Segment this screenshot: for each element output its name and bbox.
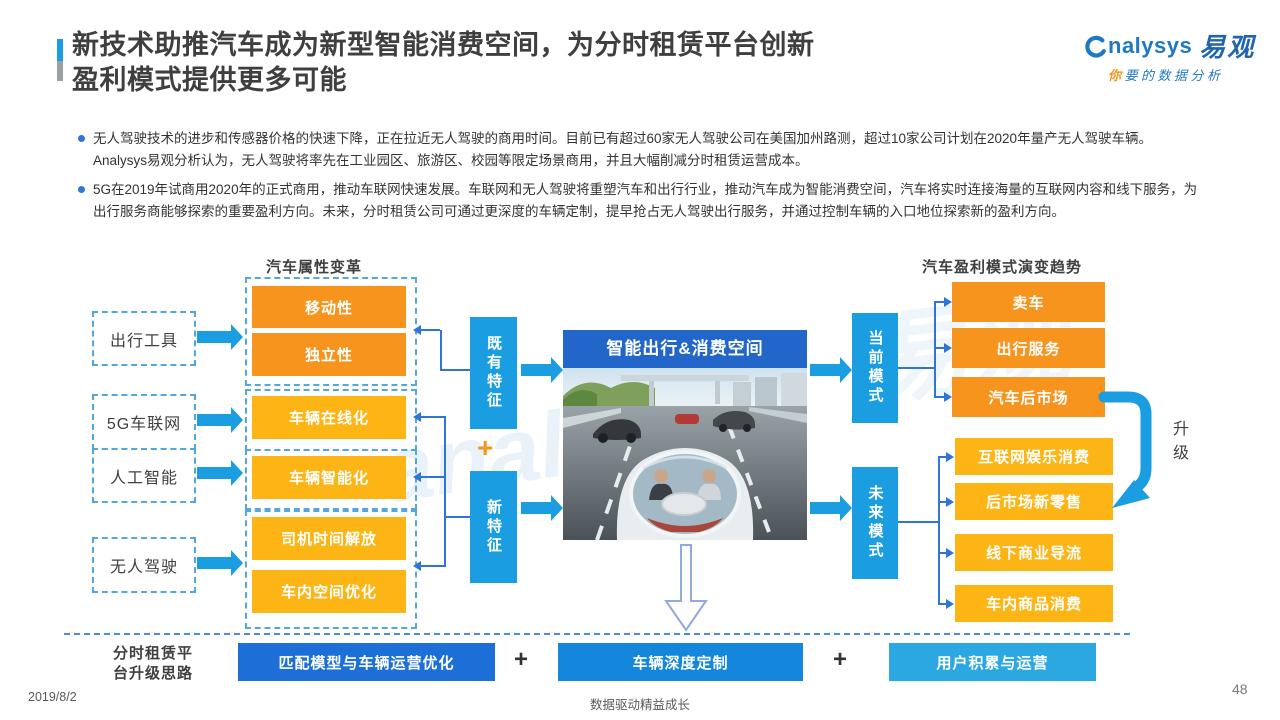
arrow-right-icon [946,548,954,558]
mode-online-entertainment: 互联网娱乐消费 [955,438,1113,475]
bullet-text: 5G在2019年试商用2020年的正式商用，推动车联网快速发展。车联网和无人驾驶… [93,181,1198,219]
attr-vehicle-online: 车辆在线化 [252,396,406,439]
connector-line [444,416,446,567]
arrow-right-icon [944,297,952,307]
arrow-right-icon [521,357,563,383]
title-accent-bar [57,39,63,81]
page-title: 新技术助推汽车成为新型智能消费空间，为分时租赁平台创新 盈利模式提供更多可能 [72,28,1082,97]
smart-space-title: 智能出行&消费空间 [563,330,807,368]
plus-sign: + [514,646,529,673]
connector-line [444,516,470,518]
attr-driver-time-freed: 司机时间解放 [252,517,406,560]
connector-line [440,369,470,371]
bullet-dot-icon [78,185,85,193]
arrow-right-icon [810,495,852,521]
analysys-a-icon [1085,35,1106,58]
driver-travel-tool: 出行工具 [92,311,196,366]
footer-slogan: 数据驱动精益成长 [589,698,690,712]
connector-line [440,330,442,371]
attr-independence: 独立性 [252,333,406,376]
upgrade-strategy-label: 分时租赁平 台升级思路 [100,644,206,685]
logo-tagline-first: 你 [1108,68,1125,83]
connector-line [421,416,444,418]
connector-line [938,501,947,503]
upgrade-label: 升级 [1170,420,1187,468]
mode-travel-service: 出行服务 [952,328,1105,368]
driver-ai: 人工智能 [92,448,196,503]
footer-date: 2019/8/2 [28,690,77,704]
arrow-right-icon [197,407,243,433]
attr-mobility: 移动性 [252,286,406,328]
new-features-box: 新特征 [470,471,517,583]
mode-aftermarket-new-retail: 后市场新零售 [955,483,1113,520]
arrow-right-icon [197,550,243,576]
connector-line [934,301,936,398]
arrow-right-icon [944,343,952,353]
logo-tagline-rest: 要的数据分析 [1124,68,1224,83]
arrow-left-icon [413,325,421,335]
connector-line [938,552,947,554]
upgrade-strategy-line1: 分时租赁平 [112,645,193,662]
page-title-line1: 新技术助推汽车成为新型智能消费空间，为分时租赁平台创新 [72,30,815,60]
upgrade-curve-arrow-icon [1098,391,1152,508]
arrow-right-icon [521,495,563,521]
logo-brand-cn: 易观 [1199,32,1256,62]
arrow-left-icon [413,472,421,482]
existing-features-box: 既有特征 [470,317,517,429]
plus-sign: + [833,646,848,673]
dashed-divider [64,633,1130,635]
analysys-logo: nalysys 易观 你要的数据分析 [1082,27,1272,84]
attr-cabin-space-optimized: 车内空间优化 [252,570,406,613]
connector-line [421,476,444,478]
arrow-left-icon [413,561,421,571]
page-number: 48 [1232,681,1248,697]
logo-brand-latin: nalysys [1108,32,1193,58]
arrow-down-icon [664,544,708,632]
arrow-right-icon [946,497,954,507]
arrow-right-icon [197,324,243,350]
connector-line [938,456,940,605]
future-mode-box: 未来模式 [852,467,898,579]
connector-line [421,329,440,331]
arrow-right-icon [944,392,952,402]
mode-in-car-goods: 车内商品消费 [955,585,1113,622]
mode-aftermarket: 汽车后市场 [952,377,1105,417]
smart-car-scene-image [563,368,807,540]
arrow-right-icon [197,460,243,486]
attributes-header: 汽车属性变革 [266,259,363,276]
driver-autonomous: 无人驾驶 [92,537,196,593]
mode-sell-car: 卖车 [952,282,1105,322]
mode-offline-traffic: 线下商业导流 [955,534,1113,571]
connector-line [934,396,946,398]
current-mode-box: 当前模式 [852,313,898,423]
plus-sign: + [477,432,494,463]
connector-line [898,367,935,369]
arrow-left-icon [413,412,421,422]
bullet-item: 5G在2019年试商用2020年的正式商用，推动车联网快速发展。车联网和无人驾驶… [78,179,1206,223]
arrow-right-icon [946,452,954,462]
connector-line [938,456,947,458]
arrow-right-icon [946,599,954,609]
connector-line [938,603,947,605]
bullet-dot-icon [78,135,85,142]
connector-line [934,347,946,349]
arrow-right-icon [810,357,852,383]
bullet-text: 无人驾驶技术的进步和传感器价格的快速下降，正在拉近无人驾驶的商用时间。目前已有超… [93,131,1153,168]
bullet-item: 无人驾驶技术的进步和传感器价格的快速下降，正在拉近无人驾驶的商用时间。目前已有超… [78,128,1206,172]
summary-bullets: 无人驾驶技术的进步和传感器价格的快速下降，正在拉近无人驾驶的商用时间。目前已有超… [78,128,1206,229]
page-title-line2: 盈利模式提供更多可能 [72,64,347,95]
connector-line [421,565,444,567]
step-matching-model: 匹配模型与车辆运营优化 [238,643,495,681]
connector-line [934,301,946,303]
step-user-accumulation: 用户积累与运营 [889,643,1096,681]
profit-trend-header: 汽车盈利模式演变趋势 [922,259,1083,276]
step-deep-customization: 车辆深度定制 [558,643,803,681]
attr-vehicle-intelligent: 车辆智能化 [252,456,406,499]
connector-line [898,521,939,523]
upgrade-strategy-line2: 台升级思路 [112,665,193,683]
logo-tagline: 你要的数据分析 [1108,65,1272,84]
driver-5g: 5G车联网 [92,394,196,450]
